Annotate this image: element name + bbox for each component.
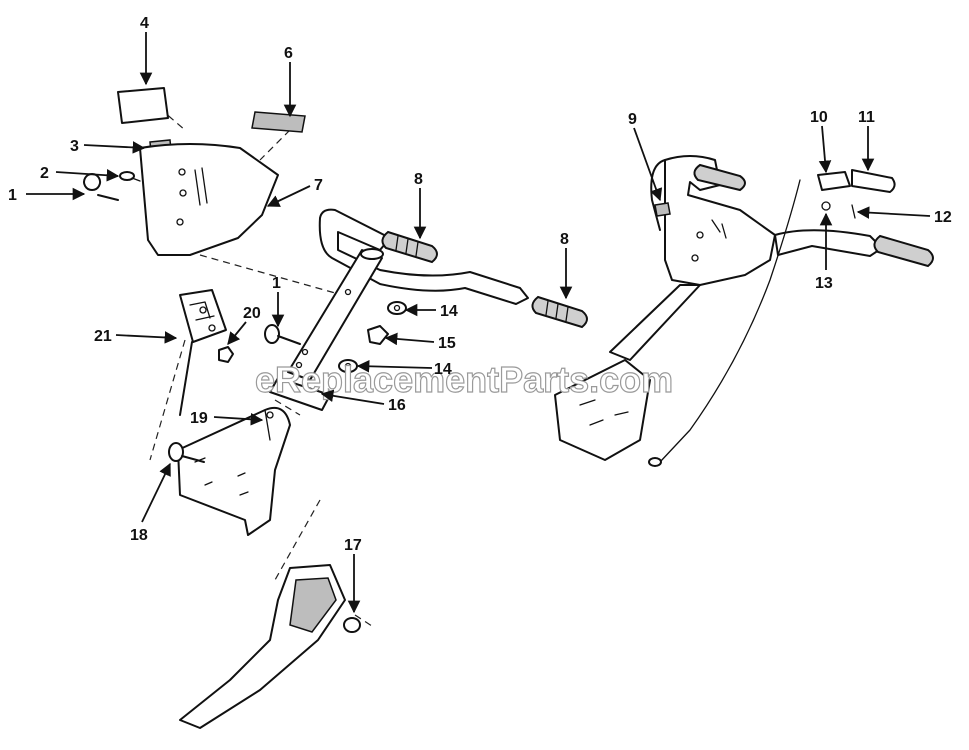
bolt-part-1-lower bbox=[264, 324, 301, 345]
handle-tube bbox=[287, 248, 384, 381]
callout-15: 15 bbox=[438, 335, 456, 352]
callout-2: 2 bbox=[40, 165, 49, 182]
callout-8-left: 8 bbox=[414, 171, 423, 188]
callout-13: 13 bbox=[815, 275, 833, 292]
callout-16: 16 bbox=[388, 397, 406, 414]
callout-labels: 1 2 3 4 6 7 8 8 1 14 15 14 16 20 21 19 1… bbox=[8, 15, 952, 554]
nut-part-17 bbox=[343, 617, 361, 633]
bolt-part-18 bbox=[168, 442, 205, 463]
callout-14-upper: 14 bbox=[440, 303, 458, 320]
bolt-part-1-upper bbox=[83, 173, 119, 201]
nut-part-14-upper bbox=[387, 301, 407, 315]
callout-12: 12 bbox=[934, 209, 952, 226]
callout-21: 21 bbox=[94, 328, 112, 345]
callout-20: 20 bbox=[243, 305, 261, 322]
grip-part-8-left bbox=[381, 230, 438, 264]
callout-6: 6 bbox=[284, 45, 293, 62]
upper-handlebar bbox=[318, 208, 529, 305]
callout-1: 1 bbox=[8, 187, 17, 204]
washer-part-2 bbox=[119, 171, 141, 182]
callout-8-right: 8 bbox=[560, 231, 569, 248]
callout-17: 17 bbox=[344, 537, 362, 554]
callout-11: 11 bbox=[858, 109, 875, 126]
callout-4: 4 bbox=[140, 15, 149, 32]
decal-part-4 bbox=[117, 87, 169, 124]
bracket-part-21 bbox=[179, 289, 227, 416]
callout-9: 9 bbox=[628, 111, 637, 128]
knob-part-15 bbox=[367, 325, 389, 345]
callout-14-lower: 14 bbox=[434, 361, 452, 378]
console-panel-part-7 bbox=[139, 143, 279, 256]
grip-part-8-right bbox=[531, 295, 588, 329]
watermark-text: eReplacementParts.com bbox=[255, 359, 673, 400]
callout-19: 19 bbox=[190, 410, 208, 427]
nut-part-20 bbox=[218, 346, 234, 363]
left-exploded-assembly bbox=[83, 87, 588, 729]
callout-1-lower: 1 bbox=[272, 275, 281, 292]
nut-part-14-lower bbox=[338, 359, 358, 373]
lower-frame bbox=[179, 564, 346, 729]
callout-3: 3 bbox=[70, 138, 79, 155]
callout-10: 10 bbox=[810, 109, 828, 126]
strap-part-16 bbox=[269, 377, 331, 411]
callout-18: 18 bbox=[130, 527, 148, 544]
callout-7: 7 bbox=[314, 177, 323, 194]
callout-arrows bbox=[26, 32, 931, 614]
decal-part-6 bbox=[251, 111, 306, 133]
right-assembled-view bbox=[554, 155, 934, 467]
